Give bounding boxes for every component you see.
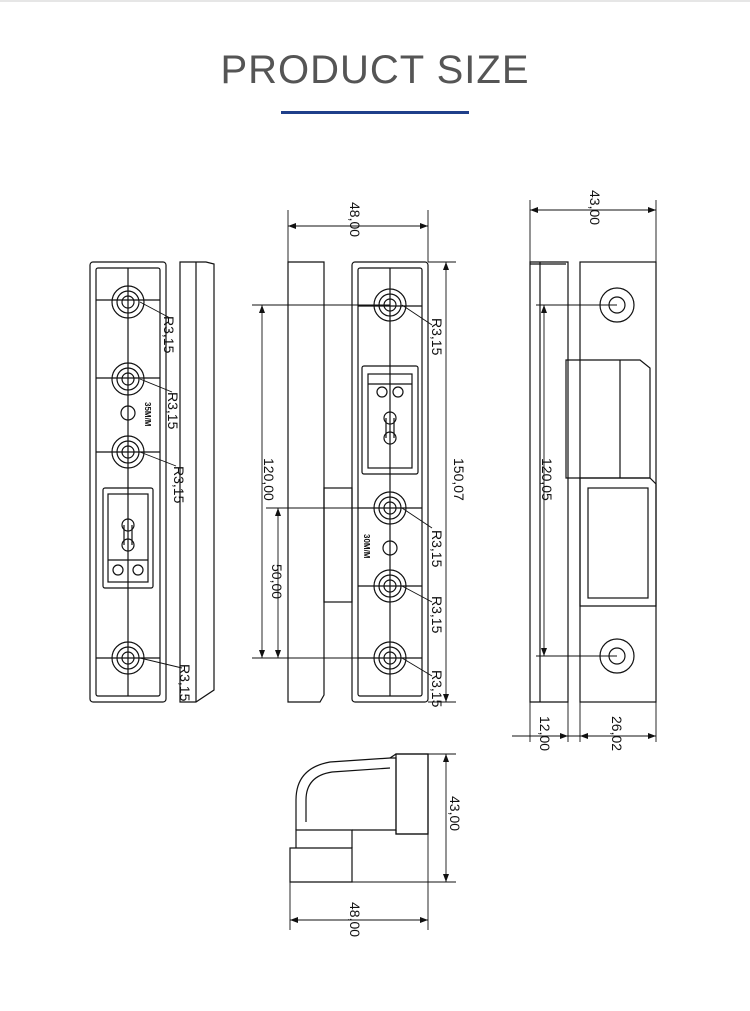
view2-radius-label-3: R3,15 [429, 596, 445, 634]
view3-height-label: 120,05 [539, 458, 555, 501]
view2-stamp-text: 30M/M [362, 534, 371, 559]
view4-dimension-lines [289, 753, 456, 930]
view1-radius-label-3: R3,15 [171, 466, 187, 504]
view1-side-profile [179, 261, 215, 703]
title-underline [281, 111, 469, 114]
view3-body [565, 261, 657, 703]
view4-dimension-arrows [290, 754, 449, 923]
top-divider [0, 0, 750, 2]
view2-side-profile [287, 261, 353, 703]
view2-height-inner-label: 120,00 [261, 458, 277, 501]
view1-front-plate [89, 261, 167, 703]
view4-height-label: 43,00 [447, 796, 463, 831]
view1-leaders [139, 301, 183, 669]
view1-stamp-text: 35M/M [143, 402, 152, 427]
view4-top-view [289, 753, 429, 883]
view1-radius-label-1: R3,15 [161, 316, 177, 354]
view1-radius-label-2: R3,15 [165, 392, 181, 430]
view3-dimension-arrows [530, 207, 656, 739]
view2-front-plate [351, 261, 429, 703]
view2-dimension-arrows [259, 223, 449, 702]
view2-radius-label-4: R3,15 [429, 670, 445, 708]
view3-offset-label: 12,00 [537, 716, 553, 751]
view2-height-short-label: 50,00 [269, 564, 285, 599]
view2-width-label: 48,00 [347, 202, 363, 237]
view3-dimension-lines [512, 200, 657, 742]
view3-width-label: 43,00 [587, 190, 603, 225]
view3-depth-label: 26,02 [609, 716, 625, 751]
page-title: PRODUCT SIZE [220, 48, 530, 92]
view2-radius-label-1: R3,15 [429, 318, 445, 356]
view2-radius-label-2: R3,15 [429, 530, 445, 568]
view2-dimension-lines [252, 210, 456, 703]
view2-height-outer-label: 150,07 [451, 458, 467, 501]
view4-width-label: 48,00 [347, 902, 363, 937]
view1-radius-label-4: R3,15 [177, 664, 193, 702]
